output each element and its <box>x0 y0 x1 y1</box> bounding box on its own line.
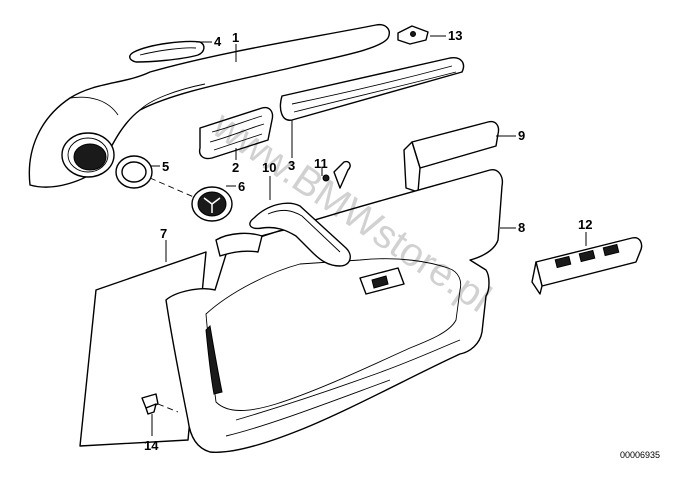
part-4-handle-insert <box>129 40 205 63</box>
label-part-1: 1 <box>232 30 239 45</box>
part-3-wood-strip <box>279 57 465 121</box>
part-14-push-clip <box>141 393 179 415</box>
part-13-clip <box>397 25 429 45</box>
label-part-10: 10 <box>262 160 276 175</box>
assembly-line-5-6 <box>149 177 197 199</box>
label-part-4: 4 <box>214 34 222 49</box>
label-part-2: 2 <box>232 160 239 175</box>
reference-code: 00006935 <box>620 450 660 460</box>
part-6-speaker-grille <box>191 186 233 222</box>
part-2-wood-insert <box>198 106 274 160</box>
part-10-pull-handle <box>215 202 351 267</box>
label-part-12: 12 <box>578 217 592 232</box>
part-5-speaker-ring <box>115 155 153 189</box>
part-12-switch-holder <box>531 237 643 295</box>
label-part-9: 9 <box>518 128 525 143</box>
label-part-3: 3 <box>288 158 295 173</box>
part-11-small-clip <box>322 160 351 189</box>
label-part-13: 13 <box>448 28 462 43</box>
label-part-11: 11 <box>314 156 328 171</box>
part-9-pocket <box>403 120 500 193</box>
label-part-14: 14 <box>144 438 159 453</box>
leader-lines <box>150 35 587 436</box>
label-part-6: 6 <box>238 179 245 194</box>
label-part-7: 7 <box>160 226 167 241</box>
label-part-5: 5 <box>162 159 169 174</box>
part-1-upper-trim <box>28 23 390 188</box>
label-part-8: 8 <box>518 220 525 235</box>
